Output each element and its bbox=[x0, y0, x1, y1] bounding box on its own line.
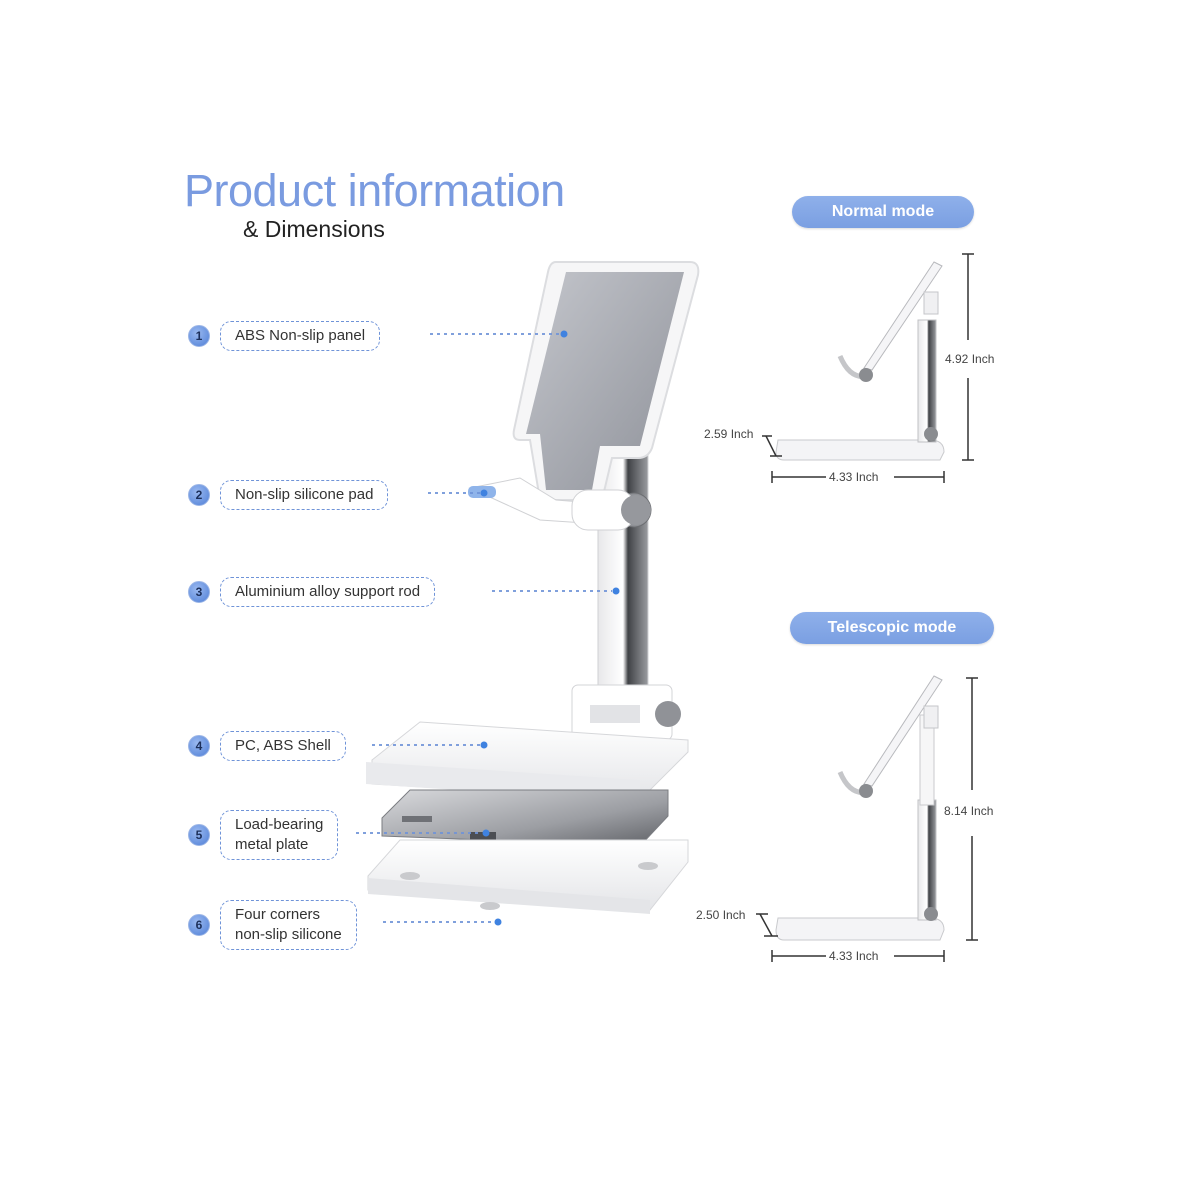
telescopic-mode-badge: Telescopic mode bbox=[790, 612, 994, 644]
callout-number: 5 bbox=[188, 824, 210, 846]
callout-number: 3 bbox=[188, 581, 210, 603]
callout-number: 6 bbox=[188, 914, 210, 936]
callout-5: 5 Load-bearing metal plate bbox=[188, 810, 339, 860]
normal-mode-diagram bbox=[762, 253, 974, 483]
telescopic-depth-label: 2.50 Inch bbox=[696, 908, 746, 922]
callout-number: 2 bbox=[188, 484, 210, 506]
callout-label: ABS Non-slip panel bbox=[220, 321, 381, 351]
callout-2: 2 Non-slip silicone pad bbox=[188, 480, 389, 510]
telescopic-height-label: 8.14 Inch bbox=[944, 804, 994, 818]
callout-label: Load-bearing metal plate bbox=[220, 810, 339, 860]
callout-6: 6 Four corners non-slip silicone bbox=[188, 900, 357, 950]
metal-plate bbox=[381, 789, 669, 847]
normal-mode-badge: Normal mode bbox=[792, 196, 974, 228]
callout-label: PC, ABS Shell bbox=[220, 731, 346, 761]
callout-number: 4 bbox=[188, 735, 210, 757]
normal-height-label: 4.92 Inch bbox=[945, 352, 995, 366]
callout-label: Four corners non-slip silicone bbox=[220, 900, 357, 950]
page-subtitle: & Dimensions bbox=[243, 216, 385, 242]
telescopic-width-label: 4.33 Inch bbox=[829, 949, 879, 963]
callout-4: 4 PC, ABS Shell bbox=[188, 731, 346, 761]
callout-label: Aluminium alloy support rod bbox=[220, 577, 436, 607]
page-title: Product information bbox=[184, 165, 565, 216]
callout-3: 3 Aluminium alloy support rod bbox=[188, 577, 436, 607]
normal-depth-label: 2.59 Inch bbox=[704, 427, 754, 441]
normal-width-label: 4.33 Inch bbox=[829, 470, 879, 484]
callout-number: 1 bbox=[188, 325, 210, 347]
telescopic-mode-diagram bbox=[756, 675, 978, 962]
callout-1: 1 ABS Non-slip panel bbox=[188, 321, 381, 351]
callout-label: Non-slip silicone pad bbox=[220, 480, 389, 510]
